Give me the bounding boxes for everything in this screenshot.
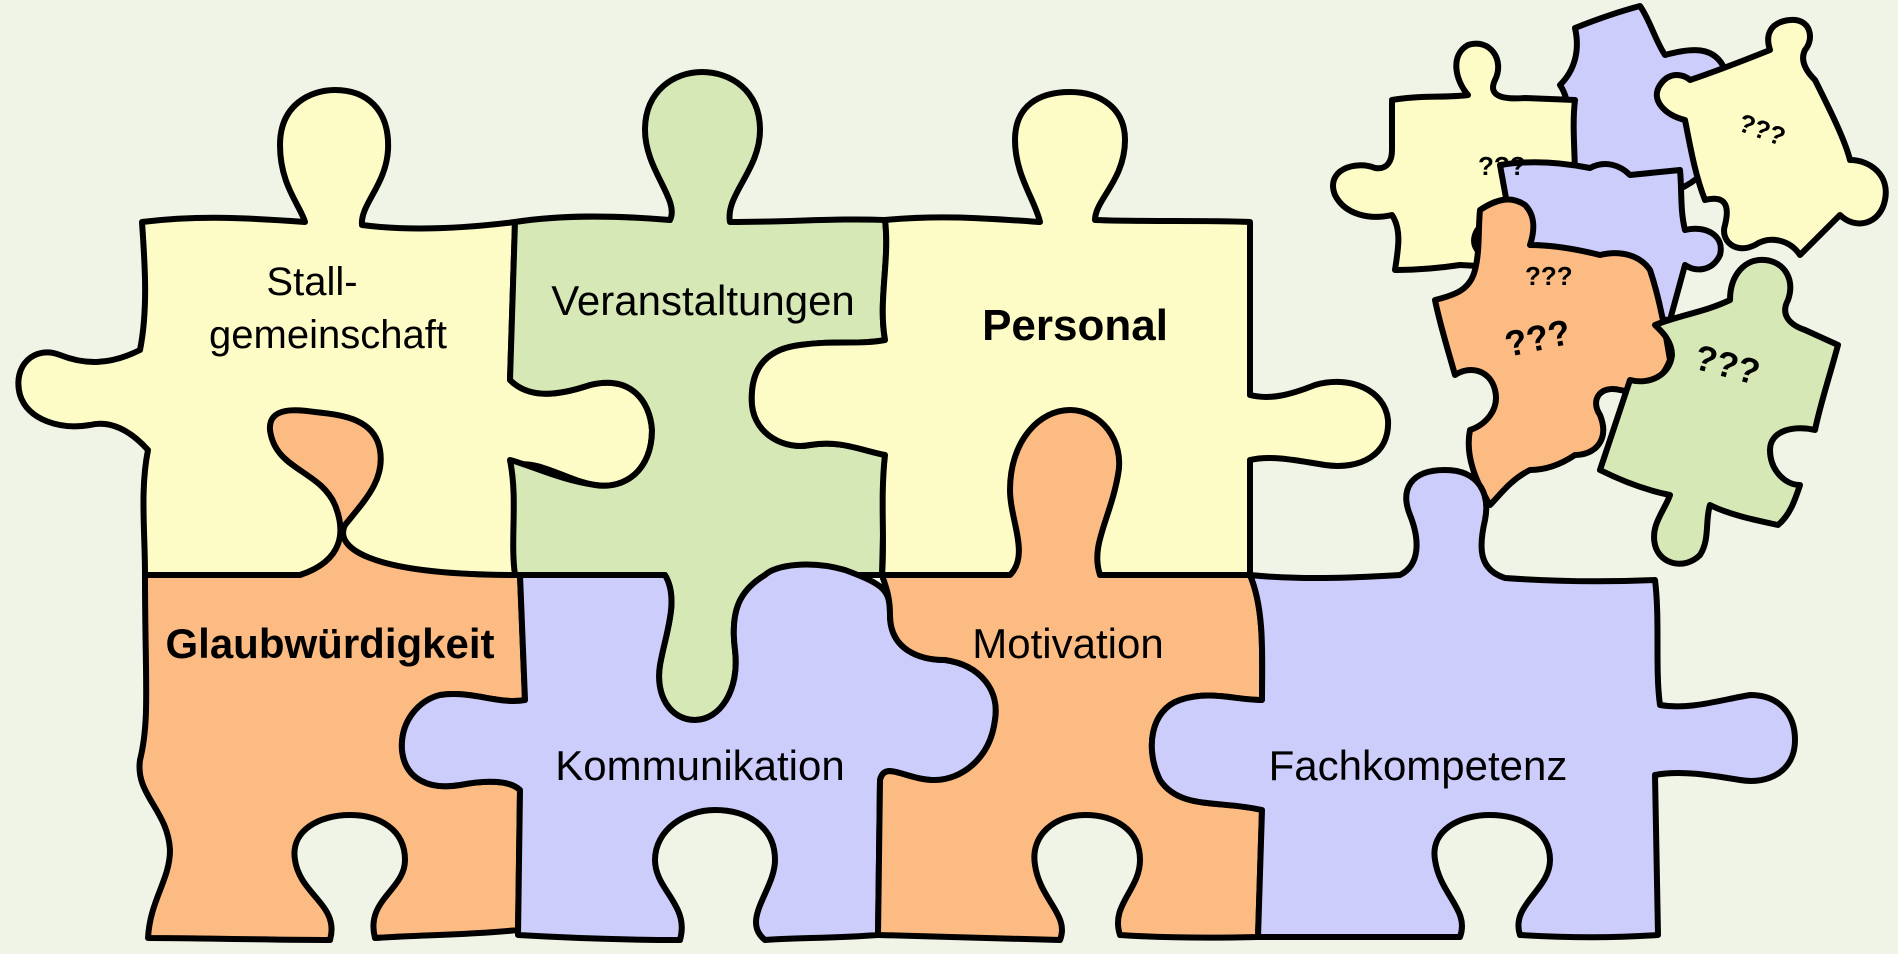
label-veranstaltungen: Veranstaltungen (551, 277, 855, 324)
scattered-pieces: ??? ??? ??? ??? ??? (1330, 3, 1889, 567)
label-glaubwuerdigkeit: Glaubwürdigkeit (165, 620, 494, 667)
scattered-label-3: ??? (1525, 261, 1573, 291)
piece-kommunikation (398, 561, 999, 943)
label-kommunikation: Kommunikation (555, 742, 844, 789)
label-gemeinschaft: gemeinschaft (209, 313, 447, 357)
label-personal: Personal (982, 301, 1168, 350)
label-fachkompetenz: Fachkompetenz (1269, 742, 1568, 789)
main-puzzle: Stall- gemeinschaft Veranstaltungen Pers… (15, 69, 1798, 943)
label-motivation: Motivation (972, 620, 1163, 667)
scattered-label-1: ??? (1478, 151, 1526, 181)
scattered-piece-green (1597, 256, 1841, 567)
piece-motivation (875, 407, 1266, 943)
scattered-piece-yellow-right (1653, 16, 1889, 258)
scattered-piece-orange (1432, 196, 1673, 508)
label-stall: Stall- (266, 260, 357, 304)
piece-personal (748, 89, 1392, 578)
piece-fachkompetenz (1148, 467, 1798, 941)
